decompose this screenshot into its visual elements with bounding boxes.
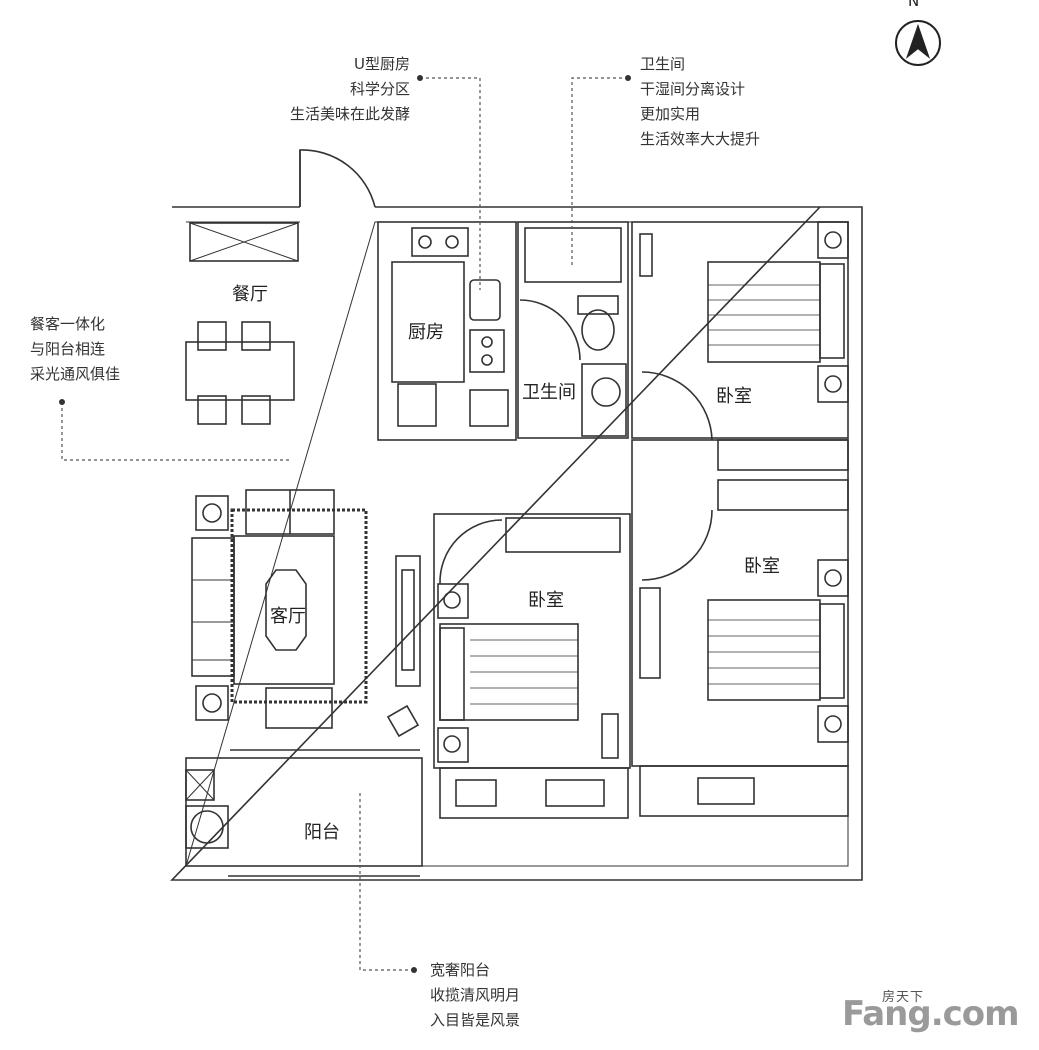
end-table-bottom: [195, 685, 229, 721]
room-label-living: 客厅: [270, 606, 306, 627]
watermark-top-text: 房天下: [882, 990, 925, 1005]
leader-balcony: [359, 790, 414, 971]
bed-e: [707, 599, 821, 701]
wash-basin: [591, 377, 621, 407]
bed-ne: [707, 261, 821, 363]
entry-door: [299, 149, 376, 208]
callout-balcony: 宽奢阳台 收揽清风明月 入目皆是风景: [430, 961, 521, 1029]
dining-window-unit: [189, 222, 299, 262]
inner-outer-wall: [185, 221, 849, 867]
watermark-main-text: Fang.com: [842, 994, 1020, 1034]
bedroom-ne-door: [641, 371, 713, 441]
armchair-bottom: [265, 687, 333, 729]
water-heater: [185, 805, 229, 849]
coffee-table: [233, 535, 335, 685]
bedroom-e-window-unit: [639, 765, 849, 817]
bathroom-door: [519, 299, 581, 361]
watermark-logo: 房天下 Fang.com: [842, 986, 1032, 1036]
dining-table: [185, 341, 295, 401]
balcony-wall: [185, 757, 423, 867]
room-label-bedroom-e: 卧室: [744, 556, 780, 577]
shower: [524, 227, 622, 283]
kitchen-stove: [469, 329, 505, 373]
room-label-balcony: 阳台: [304, 822, 340, 843]
kitchen-counter-left: [391, 261, 465, 383]
lamp: [386, 704, 420, 738]
end-table-top: [195, 495, 229, 531]
washing-machine: [185, 769, 215, 801]
toilet-tank: [577, 295, 619, 315]
tv-cabinet: [395, 555, 421, 687]
callout-kitchen: U型厨房 科学分区 生活美味在此发酵: [289, 55, 410, 123]
leader-bathroom: [571, 77, 628, 266]
bathroom-wall: [517, 221, 629, 439]
room-label-bathroom: 卫生间: [522, 382, 576, 403]
room-label-bedroom-s: 卧室: [528, 590, 564, 611]
toilet-bowl: [581, 309, 615, 351]
bedroom-s-window-unit: [439, 767, 629, 819]
kitchen-fridge: [469, 279, 501, 321]
outer-wall: [170, 206, 863, 881]
bedroom-ne-wall: [631, 221, 849, 439]
wardrobe-upper: [717, 439, 849, 471]
kitchen-wall: [377, 221, 517, 441]
room-label-kitchen: 厨房: [408, 322, 444, 343]
bathroom-partition: [581, 363, 627, 437]
compass-icon: [895, 20, 941, 66]
living-rug: [230, 508, 368, 704]
nightstand-ne-bottom: [817, 365, 849, 403]
bedroom-s-door: [439, 519, 503, 585]
wardrobe-lower: [717, 479, 849, 511]
callout-bathroom: 卫生间 干湿间分离设计 更加实用 生活效率大大提升: [640, 55, 761, 148]
bedroom-e-wall: [631, 439, 849, 767]
room-label-bedroom-ne: 卧室: [716, 386, 752, 407]
nightstand-ne-top: [817, 221, 849, 259]
compass-north-label: N: [908, 0, 920, 10]
bedroom-e-door: [641, 509, 713, 581]
kitchen-sink: [411, 227, 469, 257]
leader-kitchen: [420, 77, 481, 290]
sofa-left: [191, 537, 235, 677]
leader-dining: [61, 402, 290, 461]
callout-dining: 餐客一体化 与阳台相连 采光通风俱佳: [30, 315, 121, 383]
room-label-dining: 餐厅: [232, 284, 268, 305]
wardrobe-s: [505, 517, 621, 553]
